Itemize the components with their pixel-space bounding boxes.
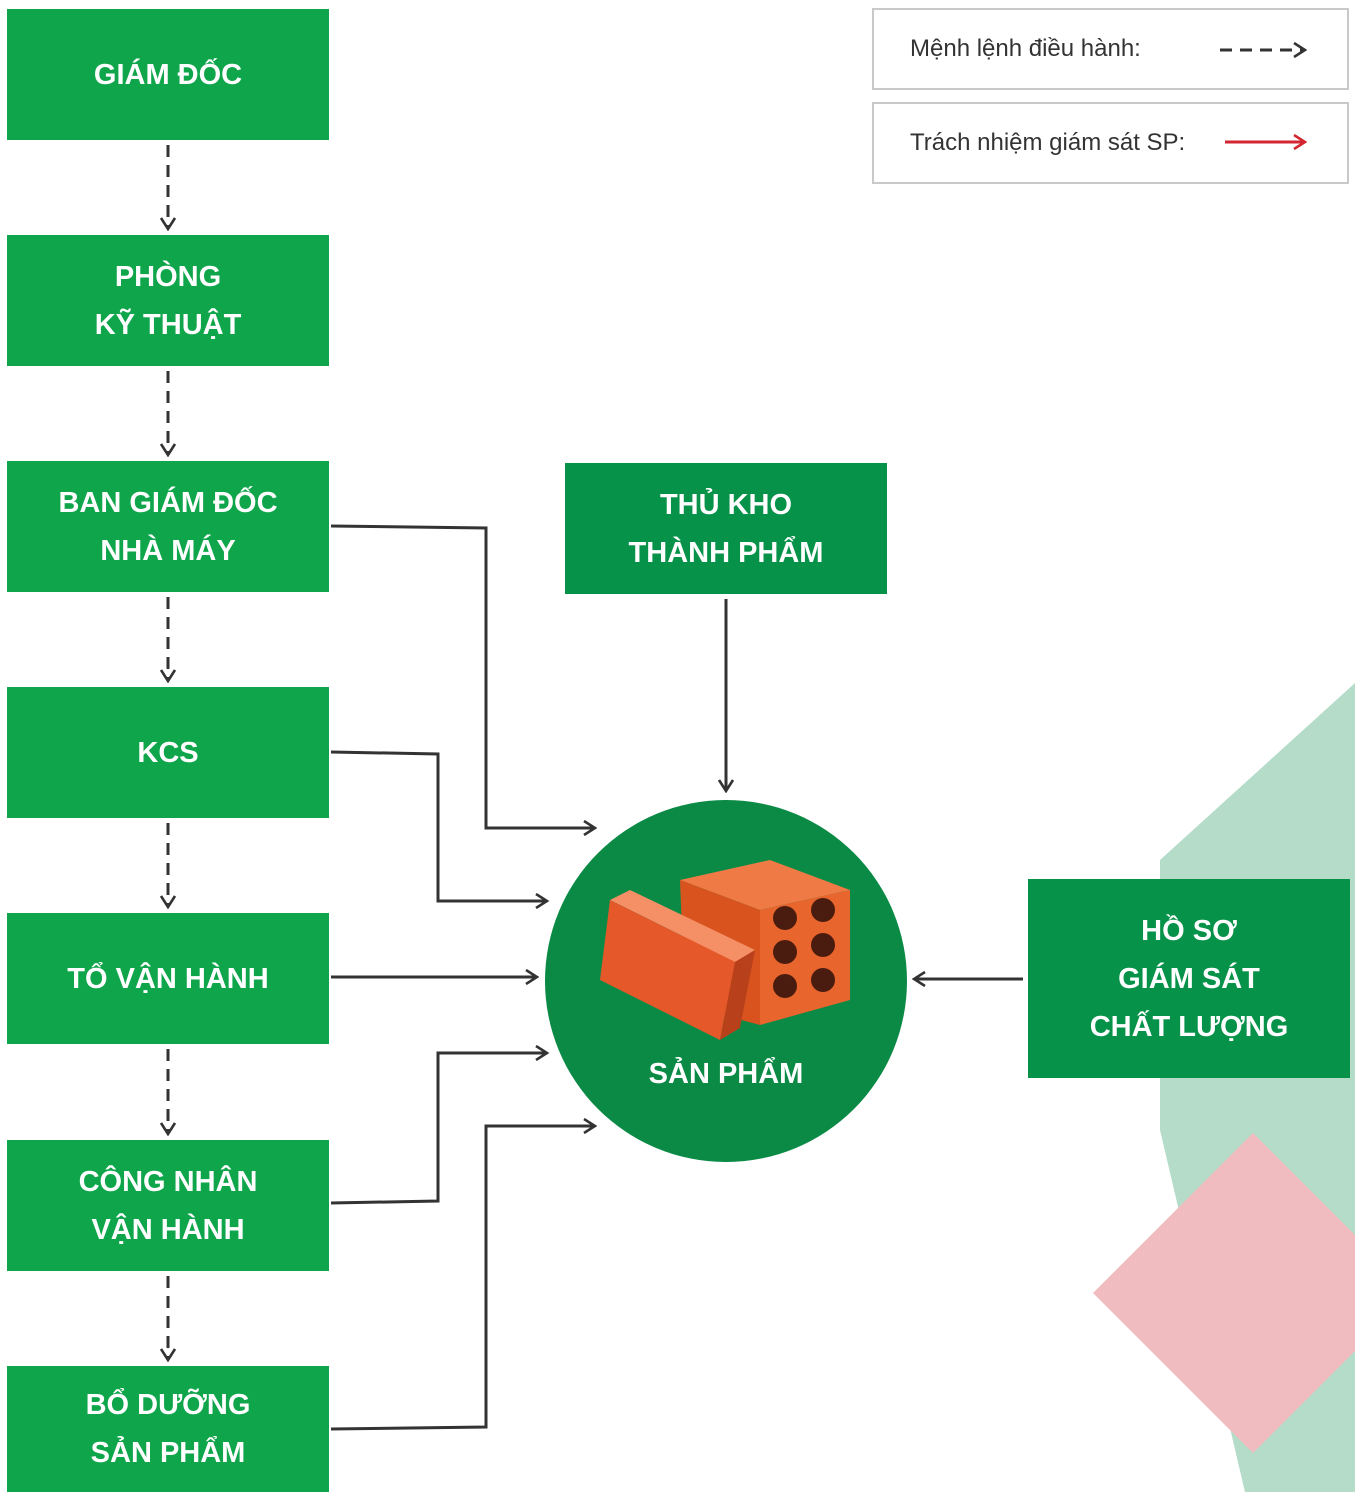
- node-bo-duong-line1: BỔ DƯỠNG: [85, 1389, 251, 1421]
- node-ho-so-line2: GIÁM SÁT: [1118, 962, 1260, 995]
- legend-command-label: Mệnh lệnh điều hành:: [910, 35, 1141, 62]
- node-bo-duong-line2: SẢN PHẨM: [90, 1437, 246, 1469]
- brick-products-image: [600, 860, 850, 1040]
- supervision-arrow-kcs: [330, 750, 547, 901]
- node-phong-ky-thuat-line1: PHÒNG: [114, 260, 222, 293]
- supervision-arrow-cong-nhan: [330, 1053, 547, 1205]
- green-decor-corner: [1270, 1398, 1355, 1492]
- node-ban-giam-doc-line2: NHÀ MÁY: [100, 534, 236, 567]
- node-phong-ky-thuat: PHÒNG KỸ THUẬT: [7, 235, 329, 366]
- node-kcs: KCS: [7, 687, 329, 818]
- node-thu-kho-thanh-pham: THỦ KHO THÀNH PHẨM: [565, 463, 887, 594]
- node-ban-giam-doc: BAN GIÁM ĐỐC NHÀ MÁY: [7, 461, 329, 592]
- node-giam-doc-label: GIÁM ĐỐC: [93, 58, 243, 91]
- node-ban-giam-doc-line1: BAN GIÁM ĐỐC: [58, 486, 278, 519]
- supervision-arrow-bo-duong: [330, 1126, 595, 1431]
- node-ho-so-line1: HỒ SƠ: [1141, 914, 1237, 947]
- node-to-van-hanh: TỔ VẬN HÀNH: [7, 913, 329, 1044]
- node-cong-nhan-van-hanh: CÔNG NHÂN VẬN HÀNH: [7, 1140, 329, 1271]
- pink-decor-diamond: [1093, 1133, 1355, 1453]
- node-kcs-label: KCS: [137, 736, 199, 769]
- supervision-arrow-ban-giam-doc: [330, 524, 595, 828]
- solid-brick: [600, 890, 755, 1040]
- node-cong-nhan-line2: VẬN HÀNH: [91, 1213, 245, 1246]
- node-thu-kho-line2: THÀNH PHẨM: [628, 536, 824, 569]
- product-label: SẢN PHẨM: [648, 1058, 804, 1090]
- node-ho-so-line3: CHẤT LƯỢNG: [1089, 1010, 1289, 1043]
- node-bo-duong-san-pham: BỔ DƯỠNG SẢN PHẨM: [7, 1366, 329, 1492]
- node-ho-so-giam-sat: HỒ SƠ GIÁM SÁT CHẤT LƯỢNG: [1028, 879, 1350, 1078]
- node-phong-ky-thuat-line2: KỸ THUẬT: [94, 308, 242, 341]
- node-giam-doc: GIÁM ĐỐC: [7, 9, 329, 140]
- node-to-van-hanh-label: TỔ VẬN HÀNH: [67, 962, 269, 995]
- node-thu-kho-line1: THỦ KHO: [659, 488, 793, 521]
- legend-supervision-label: Trách nhiệm giám sát SP:: [910, 129, 1186, 156]
- product-circle: SẢN PHẨM: [545, 800, 907, 1162]
- node-cong-nhan-line1: CÔNG NHÂN: [78, 1165, 258, 1198]
